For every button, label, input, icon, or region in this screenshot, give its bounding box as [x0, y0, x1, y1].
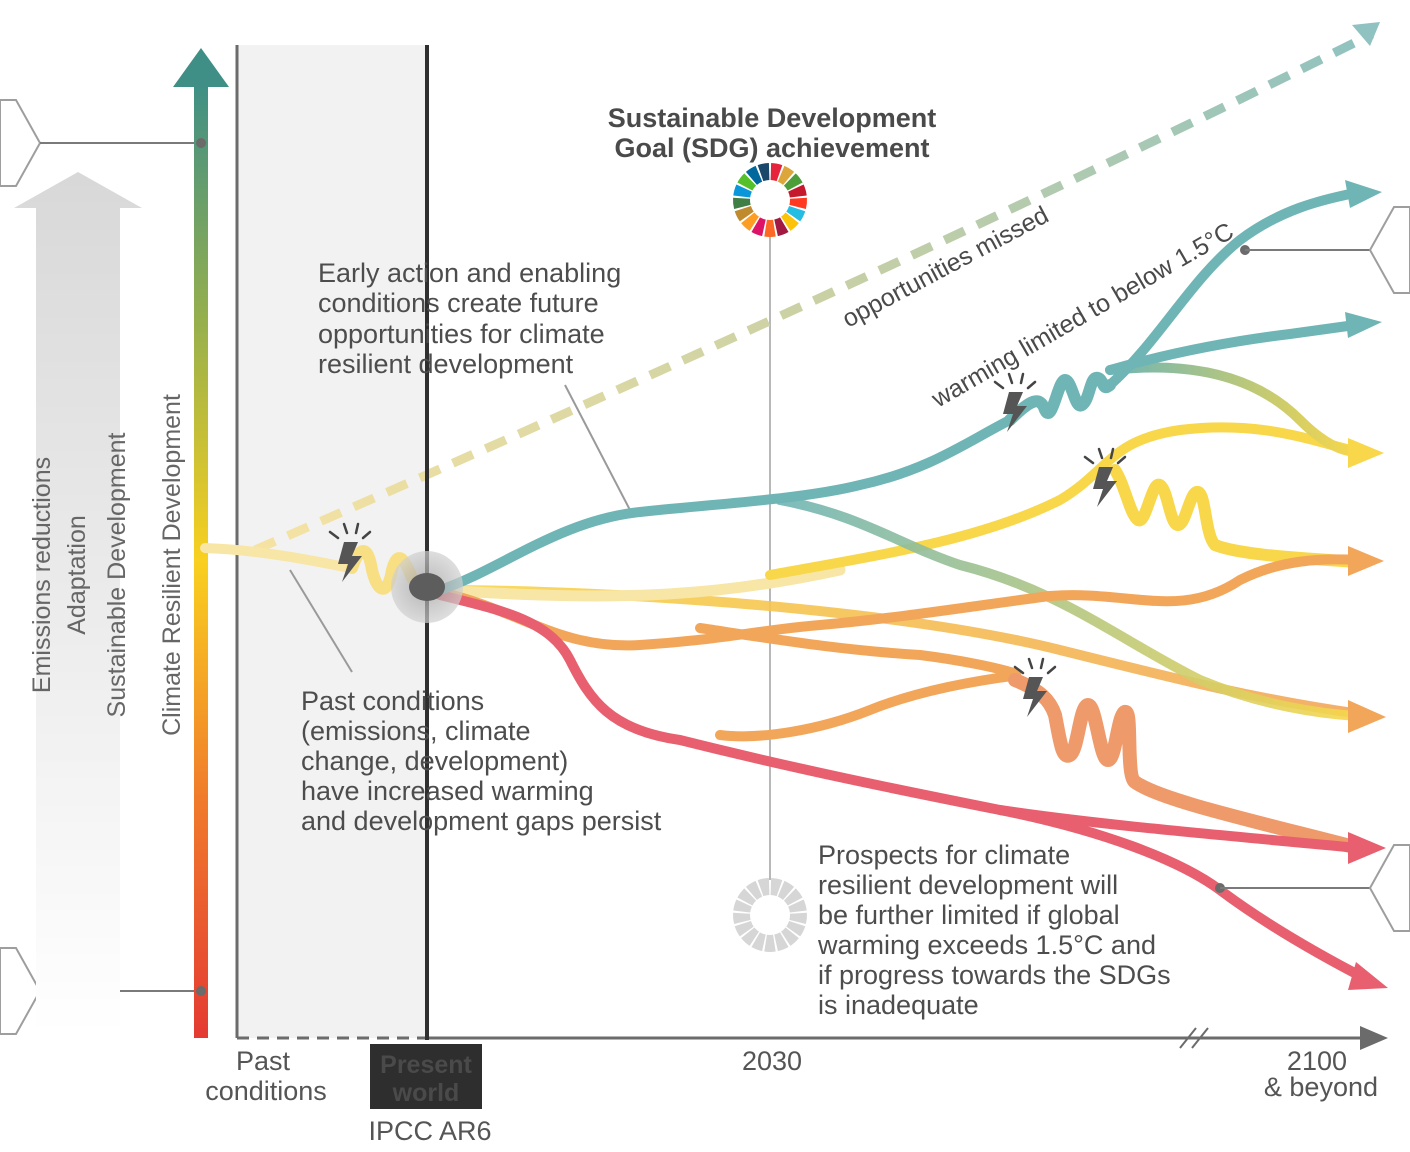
sdg-wheel-segment [777, 165, 795, 185]
sdg-wheel-segment [781, 927, 799, 946]
sdg-wheel-segment [757, 163, 770, 182]
present-node [391, 551, 463, 623]
sdg-wheel-segment [751, 932, 766, 952]
sdg-wheel-segment [751, 217, 766, 237]
sdg-wheel-segment [741, 927, 759, 946]
sdg-wheel-segment [783, 888, 803, 906]
sdg-wheel-segment [774, 932, 789, 952]
sdg-wheel-segment [777, 880, 795, 900]
svg-text:if progress towards the SDGs: if progress towards the SDGs [818, 960, 1171, 990]
year-2100-label-line-1: 2100 [1287, 1046, 1347, 1076]
label-adaptation: Adaptation [63, 515, 91, 635]
early-action-note: Early action and enabling conditions cre… [318, 258, 621, 379]
pathway-arrowheads [1345, 180, 1388, 990]
svg-text:resilient development: resilient development [318, 349, 574, 379]
sdg-wheel-segment [733, 184, 752, 198]
year-2100-label-line-2: & beyond [1264, 1072, 1378, 1102]
svg-text:have increased warming: have increased warming [301, 776, 594, 806]
sdg-wheel-segment [764, 934, 776, 952]
lightning-shock-icon [993, 372, 1037, 432]
present-label-line-2: world [392, 1079, 460, 1107]
svg-text:be further limited if global: be further limited if global [818, 900, 1120, 930]
time-axis [427, 1026, 1388, 1050]
present-label-line-1: Present [380, 1051, 472, 1079]
pathways [200, 188, 1373, 985]
sdg-title-line-1: Sustainable Development [608, 103, 937, 133]
svg-text:change, development): change, development) [301, 746, 568, 776]
svg-text:Prospects for climate: Prospects for climate [818, 840, 1070, 870]
svg-text:and development gaps persist: and development gaps persist [301, 806, 662, 836]
past-conditions-note: Past conditions (emissions, climate chan… [301, 686, 662, 836]
svg-text:opportunities for climate: opportunities for climate [318, 319, 605, 349]
sdg-wheel-segment [770, 163, 783, 182]
right-side-markers [1215, 206, 1410, 932]
past-conditions-leader [289, 569, 353, 673]
sdg-wheel-segment [788, 899, 807, 913]
svg-text:is inadequate: is inadequate [818, 990, 979, 1020]
label-sustainable-development: Sustainable Development [103, 432, 131, 717]
prospects-note: Prospects for climate resilient developm… [817, 840, 1171, 1020]
sdg-wheel-segment [745, 880, 763, 900]
past-shock-wiggle [346, 545, 418, 595]
sdg-wheel-segment [737, 888, 757, 906]
sdg-wheel-segment [781, 212, 799, 231]
present-world-box [370, 1044, 482, 1109]
sdg-wheel-segment [734, 206, 754, 222]
sdg-wheel-segment [741, 212, 759, 231]
past-pathway [200, 543, 355, 573]
sdg-title-line-2: Goal (SDG) achievement [614, 133, 929, 163]
label-emissions-reductions: Emissions reductions [28, 457, 56, 693]
sdg-wheel-segment [770, 878, 783, 897]
sdg-wheel-segment [733, 197, 751, 210]
svg-text:Past conditions: Past conditions [301, 686, 484, 716]
sdg-wheel-segment [745, 165, 763, 185]
sdg-wheel-segment [789, 912, 807, 925]
svg-text:Early action and enabling: Early action and enabling [318, 258, 621, 288]
sdg-wheel-segment [764, 219, 776, 237]
past-label-line-1: Past [236, 1046, 291, 1076]
sdg-wheel-segment [788, 184, 807, 198]
sdg-wheel-segment [757, 878, 770, 897]
sdg-wheel-segment [783, 173, 803, 191]
sdg-wheel-icon [733, 163, 807, 237]
color-bar-label: Climate Resilient Development [158, 394, 186, 736]
svg-text:resilient development will: resilient development will [818, 870, 1118, 900]
opportunities-missed-path [253, 29, 1375, 555]
sdg-wheel-segment [786, 206, 806, 222]
orange-shock-wiggle [1008, 673, 1365, 855]
opportunities-missed-arrowhead [1352, 22, 1380, 46]
grey-sdg-wheel-icon [733, 878, 807, 952]
ipcc-ar6-label: IPCC AR6 [368, 1116, 491, 1146]
yellow-shock-wiggle [1109, 464, 1364, 568]
sdg-wheel-segment [733, 899, 752, 913]
sdg-wheel-segment [733, 912, 751, 925]
climate-resilient-color-bar [173, 48, 229, 1038]
teal-shock-wiggle [1004, 371, 1116, 426]
svg-text:conditions create future: conditions create future [318, 288, 599, 318]
lightning-shock-icon [328, 522, 372, 582]
sdg-wheel-segment [786, 921, 806, 937]
sdg-wheel-segment [734, 921, 754, 937]
early-action-leader [564, 384, 631, 511]
sdg-wheel-segment [789, 197, 807, 210]
year-2030-label: 2030 [742, 1046, 802, 1076]
sdg-wheel-segment [737, 173, 757, 191]
svg-text:(emissions, climate: (emissions, climate [301, 716, 531, 746]
lightning-shock-icon [1083, 447, 1127, 507]
opportunities-missed-label: opportunities missed [838, 201, 1054, 333]
sdg-wheel-segment [774, 217, 789, 237]
big-up-arrow [14, 172, 142, 1035]
svg-text:warming exceeds 1.5°C and: warming exceeds 1.5°C and [817, 930, 1156, 960]
past-label-line-2: conditions [205, 1076, 327, 1106]
lightning-shock-icon [1013, 657, 1057, 717]
